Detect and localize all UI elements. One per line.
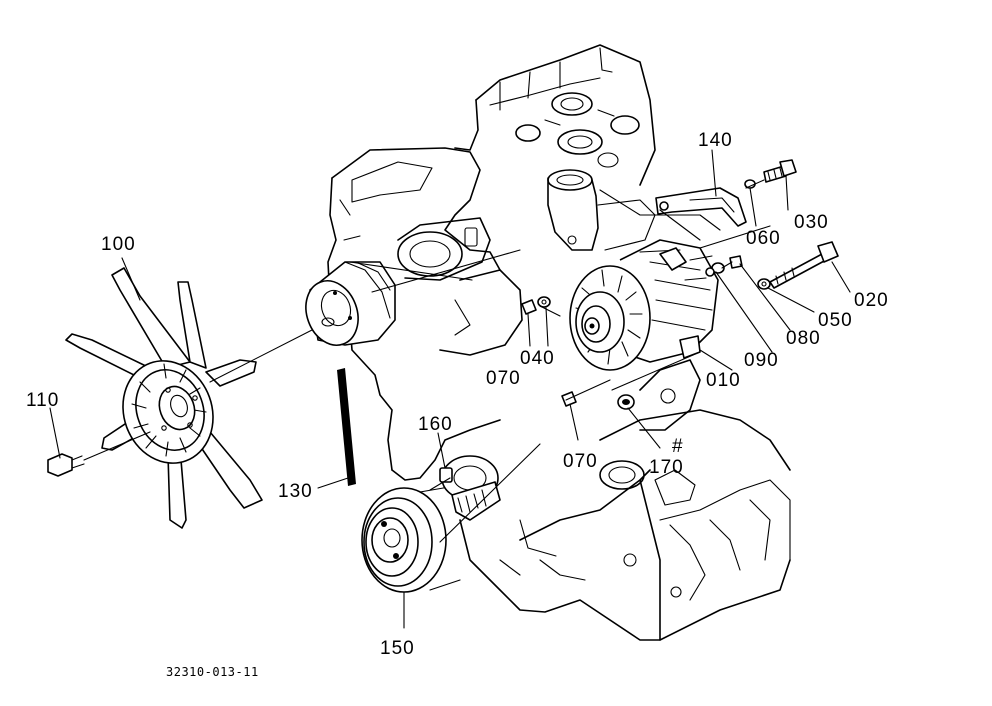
- adjusting-bracket: [655, 187, 747, 227]
- label-010: 010: [706, 370, 741, 391]
- label-150: 150: [380, 638, 415, 659]
- crankshaft-pulley: [361, 485, 471, 593]
- label-060: 060: [746, 228, 781, 249]
- v-belt: [337, 368, 356, 486]
- part-labels: 100 110 130 150 160 140 030 060 020 050 …: [26, 130, 889, 679]
- cooling-fan: [65, 267, 263, 529]
- fan-pulley: [305, 261, 396, 346]
- drawing-code: 32310-013-11: [166, 665, 259, 679]
- label-050: 050: [818, 310, 853, 331]
- label-070-bottom: 070: [563, 451, 598, 472]
- label-040: 040: [520, 348, 555, 369]
- label-110: 110: [26, 390, 59, 411]
- label-070-top: 070: [486, 368, 521, 389]
- leader-lines: [49, 149, 851, 629]
- label-hash: #: [672, 436, 684, 457]
- label-100: 100: [101, 234, 136, 255]
- label-090: 090: [744, 350, 779, 371]
- assembly-lines: [83, 179, 771, 543]
- label-170: 170: [649, 457, 684, 478]
- water-pump: [439, 455, 501, 521]
- label-020: 020: [854, 290, 889, 311]
- alternator: [569, 239, 719, 371]
- label-030: 030: [794, 212, 829, 233]
- label-080: 080: [786, 328, 821, 349]
- label-160: 160: [418, 414, 453, 435]
- label-140: 140: [698, 130, 733, 151]
- label-130: 130: [278, 481, 313, 502]
